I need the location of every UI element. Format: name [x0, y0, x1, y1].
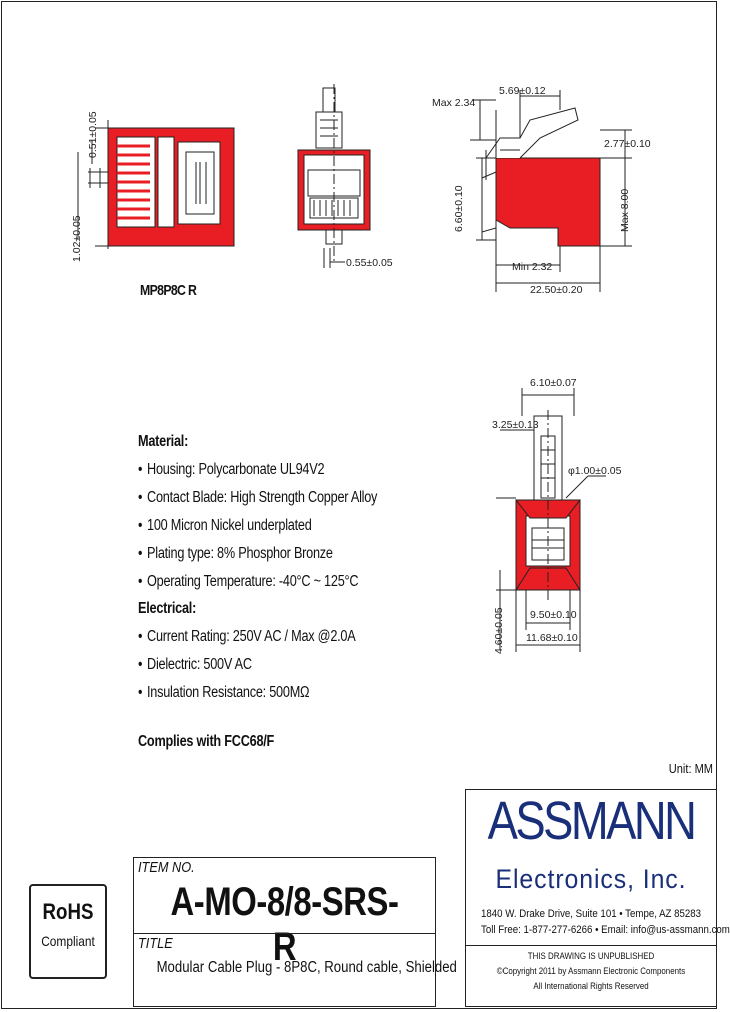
- spec-item: •Housing: Polycarbonate UL94V2: [138, 460, 325, 478]
- spec-list: Material: •Housing: Polycarbonate UL94V2…: [138, 428, 377, 707]
- company-divider: [466, 945, 716, 946]
- dim-6-10: 6.10±0.07: [530, 377, 577, 389]
- title-label: TITLE: [138, 935, 173, 952]
- company-logo-subtitle: Electronics, Inc.: [495, 864, 687, 894]
- plug-front-view: [297, 84, 371, 268]
- dim-9-50: 9.50±0.10: [530, 609, 577, 621]
- model-label: MP8P8C R: [140, 282, 197, 299]
- dimension-labels: 0.51±0.05 1.02±0.05 0.55±0.05 Max 2.34 5…: [71, 85, 651, 654]
- title-divider: [134, 933, 435, 934]
- company-address: 1840 W. Drake Drive, Suite 101 • Tempe, …: [481, 908, 702, 920]
- plug-rear-view: [496, 388, 606, 652]
- copyright-text: ©Copyright 2011 by Assmann Electronic Co…: [496, 966, 686, 976]
- item-no-label: ITEM NO.: [138, 859, 195, 876]
- company-block: ASSMANN Electronics, Inc. 1840 W. Drake …: [465, 789, 730, 1007]
- rohs-title: RoHS: [42, 899, 94, 924]
- dim-11-68: 11.68±0.10: [526, 632, 578, 644]
- drawing-notice: THIS DRAWING IS UNPUBLISHED: [527, 951, 655, 961]
- spec-item: •Contact Blade: High Strength Copper All…: [138, 488, 378, 506]
- dim-top-0-51: 0.51±0.05: [87, 111, 99, 158]
- dim-22-50: 22.50±0.20: [530, 284, 583, 296]
- spec-item: •Insulation Resistance: 500MΩ: [138, 684, 310, 702]
- dim-side-1-02: 1.02±0.05: [71, 215, 83, 262]
- dim-phi-1-00: φ1.00±0.05: [568, 465, 622, 477]
- spec-item: •Current Rating: 250V AC / Max @2.0A: [138, 628, 356, 646]
- company-contact: Toll Free: 1-877-277-6266 • Email: info@…: [481, 924, 730, 936]
- plug-side-view: [470, 90, 632, 292]
- dim-2-77: 2.77±0.10: [604, 138, 651, 150]
- dim-max-2-34: Max 2.34: [432, 97, 475, 109]
- dim-5-69: 5.69±0.12: [499, 85, 546, 97]
- spec-item: •Operating Temperature: -40°C ~ 125°C: [138, 572, 359, 590]
- drawing-sheet-border: [1, 1, 717, 1009]
- company-logo-name: ASSMANN: [487, 791, 697, 851]
- dim-6-60: 6.60±0.10: [453, 185, 465, 232]
- unit-label: Unit: MM: [668, 761, 713, 776]
- spec-item: •Plating type: 8% Phosphor Bronze: [138, 544, 333, 562]
- plug-top-view: [77, 120, 235, 250]
- title-block: ITEM NO. A-MO-8/8-SRS-R TITLE Modular Ca…: [133, 857, 457, 1007]
- spec-item: •Dielectric: 500V AC: [138, 656, 252, 674]
- title-text: Modular Cable Plug - 8P8C, Round cable, …: [156, 959, 457, 976]
- dim-3-25: 3.25±0.13: [492, 419, 539, 431]
- electrical-heading: Electrical:: [138, 600, 197, 618]
- compliance-note: Complies with FCC68/F: [138, 733, 275, 750]
- item-number: A-MO-8/8-SRS-R: [170, 880, 399, 969]
- dim-4-60: 4.60±0.05: [493, 607, 505, 654]
- rights-text: All International Rights Reserved: [533, 981, 649, 991]
- dim-max-8-00: Max 8.00: [619, 189, 631, 232]
- material-heading: Material:: [138, 433, 189, 450]
- dim-min-2-32: Min 2.32: [512, 261, 552, 273]
- dim-front-0-55: 0.55±0.05: [346, 257, 393, 269]
- rohs-badge: RoHS Compliant: [29, 884, 107, 979]
- rohs-subtitle: Compliant: [41, 933, 95, 949]
- spec-item: •100 Micron Nickel underplated: [138, 516, 312, 534]
